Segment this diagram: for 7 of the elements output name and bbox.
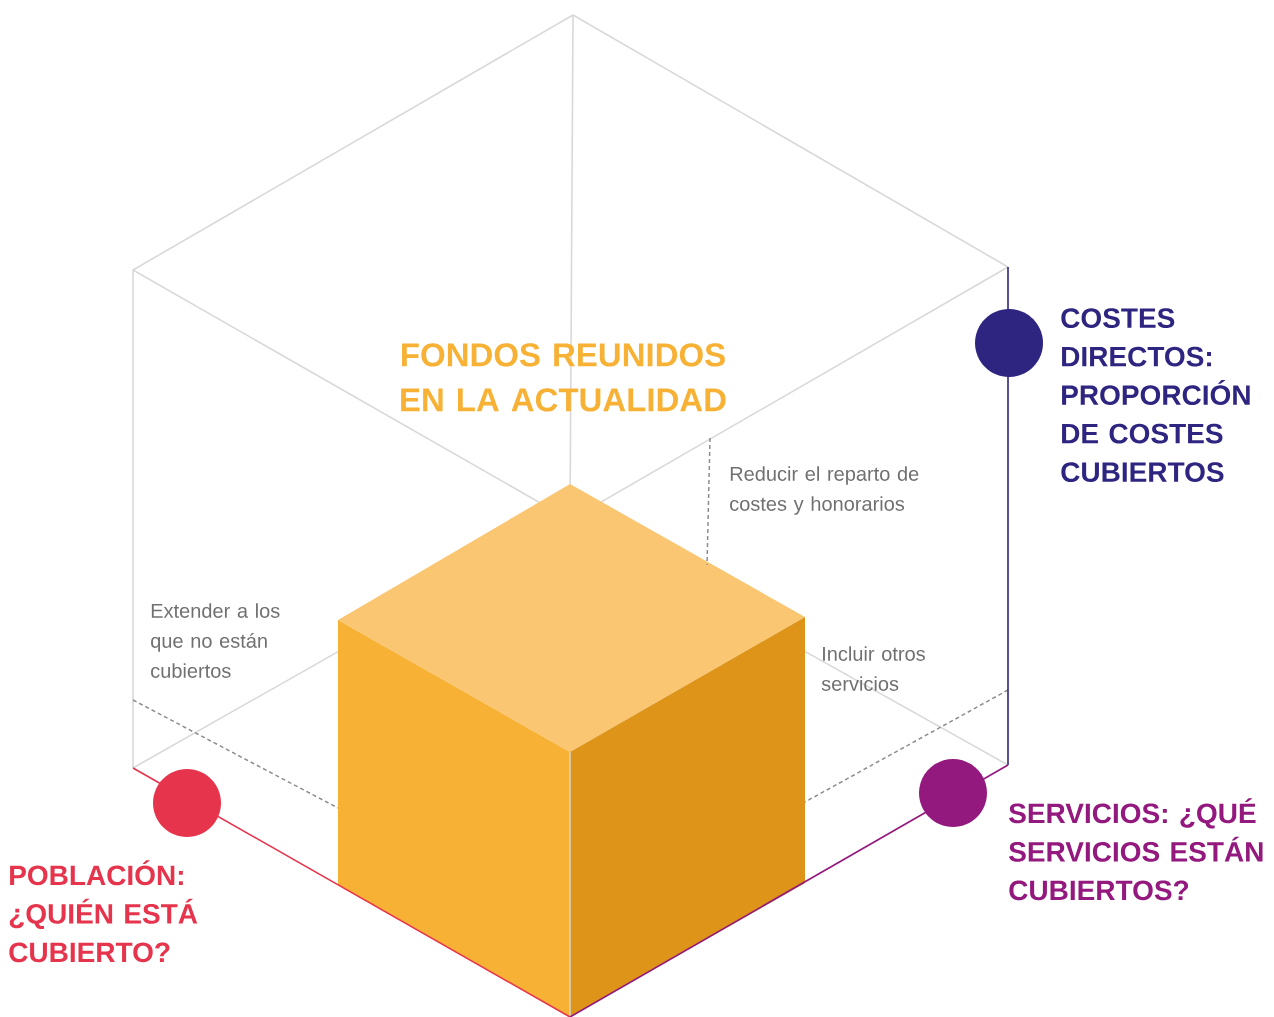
axis-heading: SERVICIOS: ¿QUÉ SERVICIOS ESTÁN CUBIERTOS? — [1009, 798, 1263, 901]
note-text: Extender a los que no están cubiertos — [151, 603, 280, 678]
axis-heading: COSTES DIRECTOS: PROPORCIÓN DE COSTES CUBIERTOS — [1061, 308, 1250, 482]
axis-heading: POBLACIÓN: ¿QUIÉN ESTÁ CUBIERTO? — [9, 860, 198, 963]
note-text: Incluir otros servicios — [821, 646, 925, 691]
title: FONDOS REUNIDOS EN LA ACTUALIDAD — [401, 343, 726, 412]
note-text: Reducir el reparto de costes y honorarios — [730, 466, 919, 515]
